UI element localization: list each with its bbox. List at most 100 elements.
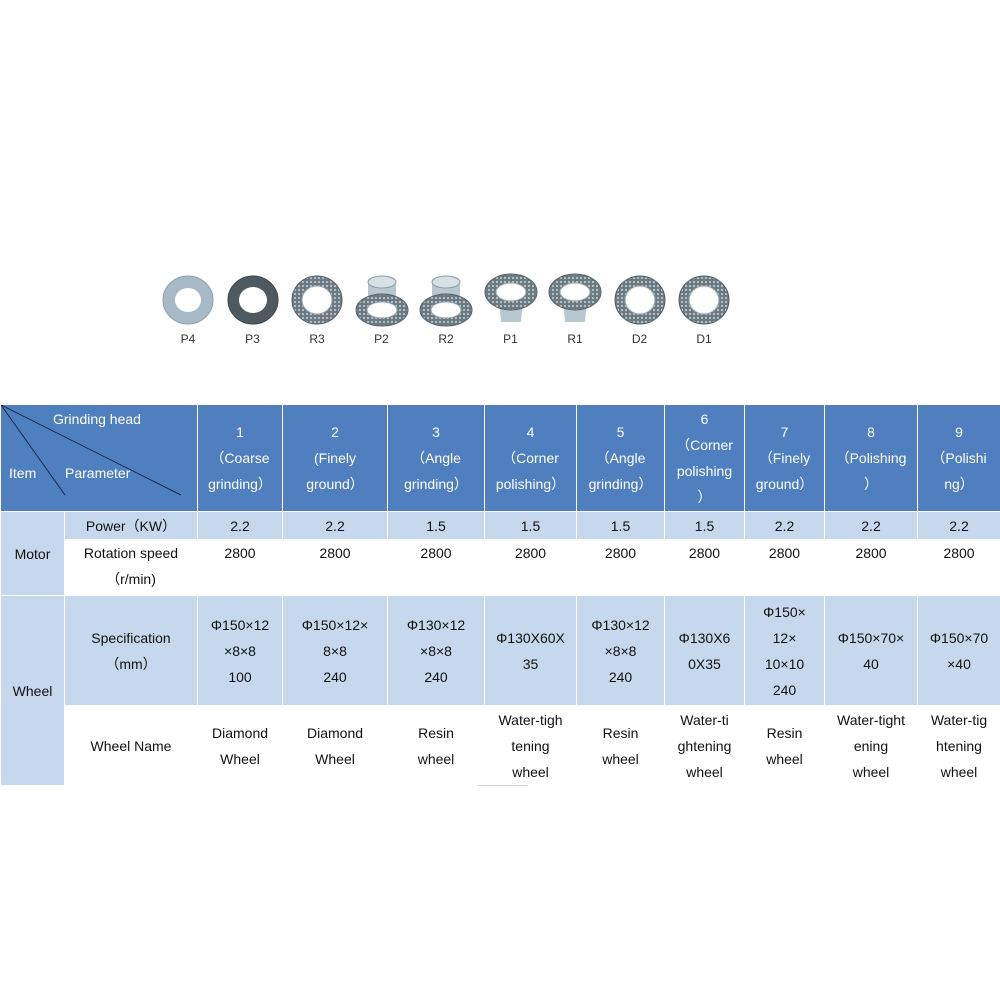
cell-line: Φ130×12 bbox=[406, 616, 466, 633]
cell-line: 8×8 bbox=[323, 642, 347, 659]
cell-line: ×8×8 bbox=[420, 642, 452, 659]
cell-line: ） bbox=[697, 489, 712, 505]
cell-line: （r/min) bbox=[106, 571, 156, 587]
cell-line: Rotation speed bbox=[83, 545, 179, 561]
cell-line: grinding） bbox=[208, 476, 272, 492]
power-label: Power（KW） bbox=[64, 511, 198, 540]
corner-cell: Grinding head Parameter Item bbox=[0, 404, 198, 512]
cell-line: polishing） bbox=[495, 476, 566, 492]
cell-line: （Corner bbox=[502, 450, 559, 466]
cell-line: 35 bbox=[522, 655, 539, 672]
wheel-p1-icon bbox=[483, 268, 539, 328]
cell-line: Φ130X6 bbox=[678, 629, 731, 646]
cell-line: （mm） bbox=[105, 655, 157, 672]
power-value: 2.2 bbox=[744, 511, 825, 540]
cell-line: Φ130×12 bbox=[591, 616, 650, 633]
cell-line: （Polishi bbox=[931, 450, 987, 466]
speed-value: 2800 bbox=[744, 539, 825, 596]
power-value: 1.5 bbox=[664, 511, 745, 540]
wheel-label: Wheel bbox=[0, 595, 65, 786]
cell-line: （Angle bbox=[595, 450, 646, 466]
divider bbox=[478, 785, 528, 786]
cell-line: 240 bbox=[323, 668, 347, 685]
speed-value: 2800 bbox=[664, 539, 745, 596]
spec-value: Φ150×70×40 bbox=[824, 595, 918, 706]
wheel-label: R2 bbox=[438, 332, 454, 346]
cell-line: ×40 bbox=[947, 655, 971, 672]
cell-line: Resin bbox=[766, 724, 803, 741]
cell-line: ghtening bbox=[677, 737, 732, 754]
cell-line: 12× bbox=[772, 629, 797, 646]
wheel-label: P3 bbox=[245, 332, 260, 346]
cell-line: ng） bbox=[944, 476, 974, 492]
cell-line: Resin bbox=[418, 724, 454, 741]
cell-line: ground） bbox=[306, 476, 364, 492]
head-number: 8 bbox=[867, 424, 875, 440]
cell-line: Water-tigh bbox=[498, 711, 563, 728]
cell-line: grinding） bbox=[588, 476, 653, 492]
cell-line: ening bbox=[853, 737, 889, 754]
specification-label: Specification （mm） bbox=[64, 595, 198, 706]
power-row: Motor Power（KW） 2.2 2.2 1.5 1.5 1.5 1.5 … bbox=[0, 511, 1000, 596]
speed-row: Rotation speed （r/min) 2800 2800 2800 280… bbox=[1, 539, 1000, 596]
cell-line: Water-ti bbox=[680, 711, 729, 728]
cell-line: Wheel bbox=[315, 750, 355, 767]
item-label: Item bbox=[9, 465, 37, 481]
wheel-p2-icon bbox=[354, 268, 410, 328]
cell-line: htening bbox=[936, 737, 982, 754]
wheel-p4-icon bbox=[160, 268, 216, 328]
grinding-head-label: Grinding head bbox=[53, 411, 141, 427]
cell-line: Wheel bbox=[220, 750, 260, 767]
head-cell: 4 （Corner polishing） bbox=[484, 404, 577, 512]
wheel-label: D1 bbox=[696, 332, 712, 346]
cell-line: Φ150× bbox=[763, 603, 806, 620]
speed-value: 2800 bbox=[484, 539, 577, 596]
cell-line: 240 bbox=[608, 668, 633, 685]
power-value: 2.2 bbox=[282, 511, 388, 540]
head-cell: 8（Polishing） bbox=[824, 404, 918, 512]
cell-line: Φ130X60X bbox=[496, 629, 565, 646]
cell-line: （Angle bbox=[411, 450, 461, 466]
cell-line: Diamond bbox=[211, 724, 269, 741]
rotation-speed-label: Rotation speed （r/min) bbox=[64, 539, 198, 596]
head-number: 4 bbox=[526, 424, 535, 440]
power-value: 1.5 bbox=[576, 511, 665, 540]
cell-line: Diamond bbox=[306, 724, 364, 741]
cell-line: Specification bbox=[91, 629, 171, 646]
wheel-name-label: Wheel Name bbox=[64, 705, 198, 786]
cell-line: (Finely bbox=[313, 450, 356, 466]
spec-value: Φ150×70×40 bbox=[917, 595, 1000, 706]
motor-label: Motor bbox=[0, 511, 65, 596]
spec-value: Φ150×12× 8×8 240 bbox=[282, 595, 388, 706]
cell-line: ×8×8 bbox=[604, 642, 637, 659]
cell-line: ×8×8 bbox=[224, 642, 256, 659]
cell-line: Φ150×12× bbox=[301, 616, 369, 633]
cell-line: （Corner bbox=[676, 437, 733, 453]
wheel-p3-icon bbox=[225, 268, 281, 328]
wheel-name-value: Resin wheel bbox=[387, 705, 485, 786]
wheel-r1-icon bbox=[547, 268, 603, 328]
cell-line: wheel bbox=[417, 750, 455, 767]
speed-value: 2800 bbox=[197, 539, 283, 596]
cell-line: tening bbox=[511, 737, 550, 754]
cell-line: wheel bbox=[940, 763, 978, 780]
cell-line: Water-tig bbox=[930, 711, 988, 728]
cell-line: （Polishing bbox=[835, 450, 907, 466]
cell-line: （Finely bbox=[758, 450, 811, 466]
power-value: 2.2 bbox=[197, 511, 283, 540]
speed-value: 2800 bbox=[824, 539, 918, 596]
wheel-name-value: Water-tig htening wheel bbox=[917, 705, 1000, 786]
wheel-label: P1 bbox=[503, 332, 518, 346]
